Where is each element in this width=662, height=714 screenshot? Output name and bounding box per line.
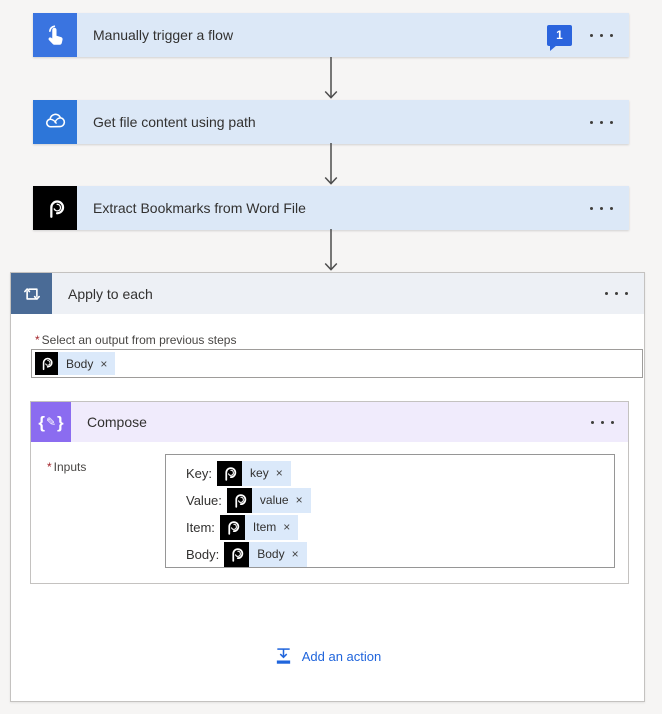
- dynamic-content-token[interactable]: Body ×: [35, 352, 116, 375]
- required-mark: *: [47, 460, 52, 474]
- dynamic-content-token[interactable]: value ×: [226, 487, 311, 513]
- compose-title: Compose: [87, 414, 147, 430]
- compose-input-row: Item: Item ×: [186, 514, 614, 540]
- remove-token-icon[interactable]: ×: [275, 466, 283, 480]
- plumsail-logo-icon: [217, 460, 243, 486]
- down-arrow-icon: [323, 143, 339, 186]
- dynamic-content-token[interactable]: Item ×: [219, 514, 299, 540]
- plumsail-logo-icon: [35, 352, 58, 375]
- select-output-label: *Select an output from previous steps: [35, 333, 237, 347]
- remove-token-icon[interactable]: ×: [291, 547, 299, 561]
- input-row-label: Body:: [186, 546, 220, 562]
- down-arrow-icon: [323, 57, 339, 100]
- token-label: Body: [66, 356, 94, 371]
- ellipsis-icon[interactable]: [590, 30, 613, 41]
- select-output-input[interactable]: Body ×: [31, 349, 643, 378]
- input-row-label: Key:: [186, 465, 213, 481]
- ellipsis-icon[interactable]: [591, 402, 614, 442]
- dynamic-content-token[interactable]: key ×: [217, 460, 291, 486]
- comment-badge[interactable]: 1: [547, 24, 572, 51]
- apply-to-each-header[interactable]: Apply to each: [11, 273, 644, 314]
- token-label: value: [259, 493, 289, 507]
- get-file-content-card[interactable]: Get file content using path: [33, 100, 629, 144]
- token-label: key: [250, 466, 269, 480]
- compose-header[interactable]: {✎} Compose: [31, 402, 628, 442]
- extract-bookmarks-card[interactable]: Extract Bookmarks from Word File: [33, 186, 629, 230]
- ellipsis-icon[interactable]: [590, 117, 613, 128]
- required-mark: *: [35, 333, 40, 347]
- remove-token-icon[interactable]: ×: [295, 493, 303, 507]
- apply-to-each-title: Apply to each: [68, 285, 153, 302]
- insert-step-icon: [274, 647, 293, 666]
- apply-to-each-scope: Apply to each *Select an output from pre…: [10, 272, 645, 702]
- inputs-label: *Inputs: [47, 460, 87, 474]
- plumsail-logo-icon: [226, 487, 252, 513]
- comment-count: 1: [556, 28, 563, 42]
- down-arrow-icon: [323, 229, 339, 272]
- ellipsis-icon[interactable]: [590, 203, 613, 214]
- compose-card: {✎} Compose *Inputs Key: key × Value:: [30, 401, 629, 584]
- compose-input-row: Key: key ×: [186, 460, 614, 486]
- touch-icon: [33, 13, 77, 57]
- compose-input-row: Value: value ×: [186, 487, 614, 513]
- braces-pencil-icon: {✎}: [31, 402, 71, 442]
- loop-icon: [11, 273, 52, 314]
- add-an-action-button[interactable]: Add an action: [11, 647, 644, 666]
- get-file-content-title: Get file content using path: [93, 114, 256, 130]
- trigger-card[interactable]: Manually trigger a flow 1: [33, 13, 629, 57]
- onedrive-cloud-icon: [33, 100, 77, 144]
- dynamic-content-token[interactable]: Body ×: [224, 541, 307, 567]
- add-an-action-label: Add an action: [301, 649, 382, 664]
- ellipsis-icon[interactable]: [605, 273, 628, 314]
- input-row-label: Item:: [186, 519, 215, 535]
- remove-token-icon[interactable]: ×: [100, 356, 108, 371]
- compose-inputs-field[interactable]: Key: key × Value: value × Item:: [165, 454, 615, 568]
- compose-input-row: Body: Body ×: [186, 541, 614, 567]
- plumsail-logo-icon: [219, 514, 245, 540]
- token-label: Body: [257, 547, 285, 561]
- token-label: Item: [252, 520, 277, 534]
- plumsail-logo-icon: [33, 186, 77, 230]
- remove-token-icon[interactable]: ×: [283, 520, 291, 534]
- trigger-card-title: Manually trigger a flow: [93, 27, 234, 43]
- input-row-label: Value:: [186, 492, 222, 508]
- extract-bookmarks-title: Extract Bookmarks from Word File: [93, 200, 306, 216]
- plumsail-logo-icon: [224, 541, 250, 567]
